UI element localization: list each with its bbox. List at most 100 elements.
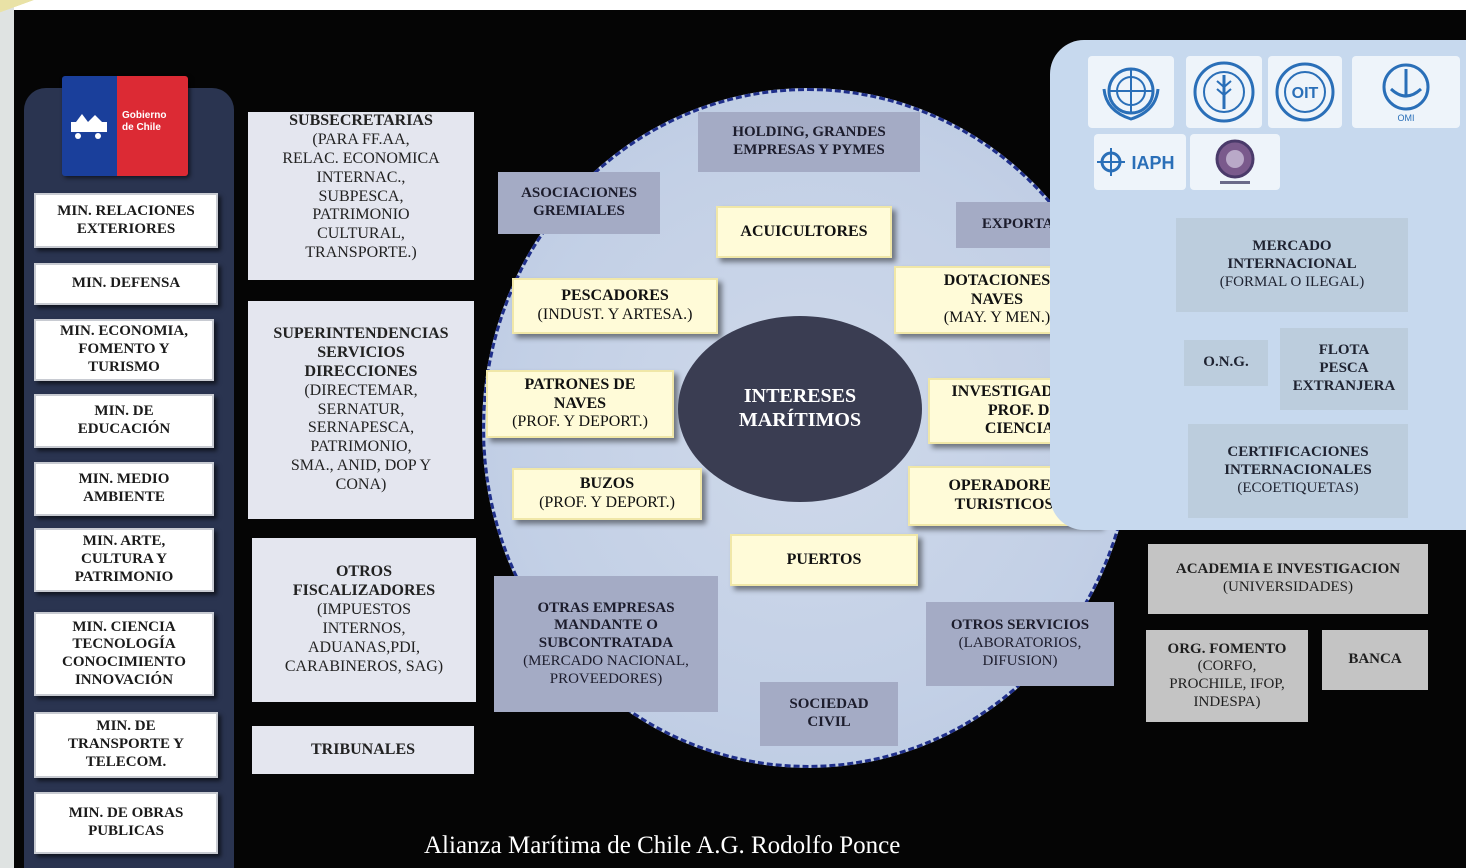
fiscalizadores-line: ADUANAS,PDI, bbox=[307, 638, 420, 656]
ministry-line: MIN. DE bbox=[94, 403, 154, 420]
dotaciones-line: (MAY. Y MEN.) bbox=[943, 309, 1051, 327]
otros-servicios-line: (LABORATORIOS, bbox=[958, 635, 1082, 652]
investigadores-line: CIENCIAS bbox=[984, 420, 1064, 438]
ministry-box: MIN. DE OBRAS PUBLICAS bbox=[34, 792, 218, 854]
dotaciones-line: NAVES bbox=[970, 290, 1024, 308]
subsecretarias-box: SUBSECRETARIAS (PARA FF.AA, RELAC. ECONO… bbox=[248, 112, 474, 280]
patrones-line: NAVES bbox=[553, 394, 607, 412]
holding-box: HOLDING, GRANDES EMPRESAS Y PYMES bbox=[698, 112, 920, 172]
ministry-box: MIN. CIENCIA TECNOLOGÍA CONOCIMIENTO INN… bbox=[34, 612, 214, 696]
flota-line: FLOTA bbox=[1318, 342, 1370, 359]
buzos-box: BUZOS (PROF. Y DEPORT.) bbox=[512, 468, 702, 520]
omi-logo-text: OMI bbox=[1398, 113, 1415, 123]
otras-empresas-title: OTRAS EMPRESAS bbox=[537, 599, 675, 616]
buzos-line: BUZOS bbox=[579, 475, 635, 493]
ministry-line: TELECOM. bbox=[85, 753, 167, 770]
buzos-line: (PROF. Y DEPORT.) bbox=[539, 494, 675, 511]
academia-line: (UNIVERSIDADES) bbox=[1223, 579, 1353, 595]
ministry-line: INNOVACIÓN bbox=[74, 671, 174, 688]
puertos-box: PUERTOS bbox=[730, 534, 918, 586]
certificaciones-line: CERTIFICACIONES bbox=[1227, 444, 1369, 461]
ministry-line: TECNOLOGÍA bbox=[72, 636, 176, 653]
holding-line: HOLDING, GRANDES bbox=[732, 124, 886, 141]
ministry-line: AMBIENTE bbox=[83, 489, 165, 505]
ministry-line: MIN. DE bbox=[96, 718, 156, 735]
fiscalizadores-line: CARABINEROS, SAG) bbox=[284, 657, 444, 675]
fao-logo-icon bbox=[1186, 56, 1262, 128]
investigadores-line: PROF. DE bbox=[987, 401, 1061, 419]
certificaciones-line: (ECOETIQUETAS) bbox=[1237, 479, 1359, 496]
corner-decoration bbox=[0, 0, 40, 16]
center-ellipse: INTERESES MARÍTIMOS bbox=[678, 316, 922, 502]
iaph-logo-text: IAPH bbox=[1131, 153, 1174, 173]
certificaciones-box: CERTIFICACIONES INTERNACIONALES (ECOETIQ… bbox=[1188, 424, 1408, 518]
superintendencias-title: DIRECCIONES bbox=[304, 362, 418, 380]
ministry-line: CULTURA Y bbox=[81, 551, 167, 568]
asociaciones-box: ASOCIACIONES GREMIALES bbox=[498, 172, 660, 234]
subsecretarias-line: CULTURAL, bbox=[317, 225, 405, 243]
ministry-box: MIN. MEDIO AMBIENTE bbox=[34, 462, 214, 516]
un-logo-icon bbox=[1088, 56, 1174, 128]
flota-line: PESCA bbox=[1319, 360, 1369, 377]
fomento-line: INDESPA) bbox=[1193, 693, 1261, 710]
mercado-line: INTERNACIONAL bbox=[1227, 256, 1357, 273]
academia-box: ACADEMIA E INVESTIGACION (UNIVERSIDADES) bbox=[1148, 544, 1428, 614]
otras-empresas-line: (MERCADO NACIONAL, bbox=[523, 652, 689, 669]
otros-servicios-title: OTROS SERVICIOS bbox=[950, 617, 1090, 634]
oit-logo-icon: OIT bbox=[1268, 56, 1342, 128]
otros-servicios-box: OTROS SERVICIOS (LABORATORIOS, DIFUSION) bbox=[926, 602, 1114, 686]
author-credit: Alianza Marítima de Chile A.G. Rodolfo P… bbox=[424, 832, 901, 859]
mercado-internacional-box: MERCADO INTERNACIONAL (FORMAL O ILEGAL) bbox=[1176, 218, 1408, 312]
asociaciones-line: ASOCIACIONES bbox=[521, 185, 637, 202]
subsecretarias-title: SUBSECRETARIAS bbox=[289, 112, 433, 129]
ministry-line: CONOCIMIENTO bbox=[62, 654, 186, 670]
ong-label: O.N.G. bbox=[1203, 354, 1249, 371]
gobierno-de-chile-logo: Gobierno de Chile bbox=[62, 76, 188, 176]
center-title: MARÍTIMOS bbox=[738, 409, 862, 431]
otras-empresas-line: PROVEEDORES) bbox=[549, 670, 663, 687]
subsecretarias-line: SUBPESCA, bbox=[318, 187, 404, 205]
omi-logo-icon: OMI bbox=[1352, 56, 1460, 128]
tribunales-label: TRIBUNALES bbox=[310, 740, 416, 758]
patrones-line: PATRONES DE bbox=[524, 375, 636, 393]
fomento-line: PROCHILE, IFOP, bbox=[1169, 676, 1285, 692]
ministry-line: EXTERIORES bbox=[76, 220, 176, 237]
ministry-line: MIN. RELACIONES bbox=[57, 202, 195, 219]
fiscalizadores-line: INTERNOS, bbox=[322, 620, 406, 637]
dotaciones-line: DOTACIONES bbox=[943, 271, 1051, 289]
fomento-line: (CORFO, bbox=[1197, 658, 1257, 675]
asociaciones-line: GREMIALES bbox=[533, 203, 625, 219]
mercado-line: (FORMAL O ILEGAL) bbox=[1219, 273, 1365, 290]
fiscalizadores-line: (IMPUESTOS bbox=[317, 601, 411, 619]
superintendencias-title: SERVICIOS bbox=[317, 343, 405, 361]
subsecretarias-line: PATRIMONIO bbox=[312, 206, 410, 224]
ministry-line: MIN. CIENCIA bbox=[72, 618, 176, 635]
operadores-line: TURISTICOS bbox=[954, 496, 1054, 513]
fiscalizadores-title: FISCALIZADORES bbox=[292, 582, 436, 600]
certificaciones-line: INTERNACIONALES bbox=[1224, 462, 1372, 479]
pescadores-line: (INDUST. Y ARTESA.) bbox=[537, 306, 693, 323]
academia-line: ACADEMIA E INVESTIGACION bbox=[1175, 561, 1401, 578]
ministry-line: PATRIMONIO bbox=[74, 568, 174, 585]
subsecretarias-line: TRANSPORTE.) bbox=[305, 244, 417, 262]
patrones-line: (PROF. Y DEPORT.) bbox=[512, 413, 648, 431]
ministry-line: MIN. ECONOMIA, bbox=[60, 323, 188, 340]
acuicultores-box: ACUICULTORES bbox=[716, 206, 892, 258]
ministry-line: EDUCACIÓN bbox=[77, 421, 171, 437]
logo-text-line1: Gobierno bbox=[122, 110, 167, 121]
ministry-box: MIN. DE TRANSPORTE Y TELECOM. bbox=[34, 712, 218, 778]
superintendencias-line: CONA) bbox=[335, 476, 387, 494]
ministry-line: TURISMO bbox=[88, 358, 160, 375]
logo-red-part bbox=[117, 76, 188, 176]
flota-line: EXTRANJERA bbox=[1292, 377, 1396, 394]
ministry-box: MIN. RELACIONES EXTERIORES bbox=[34, 193, 218, 248]
sociedad-civil-box: SOCIEDAD CIVIL bbox=[760, 682, 898, 746]
superintendencias-title: SUPERINTENDENCIAS bbox=[273, 325, 449, 343]
superintendencias-line: SERNAPESCA, bbox=[307, 419, 415, 437]
pescadores-box: PESCADORES (INDUST. Y ARTESA.) bbox=[512, 278, 718, 334]
banca-box: BANCA bbox=[1322, 630, 1428, 690]
ministry-box: MIN. DE EDUCACIÓN bbox=[34, 394, 214, 448]
tribunales-box: TRIBUNALES bbox=[252, 726, 474, 774]
otros-servicios-line: DIFUSION) bbox=[982, 652, 1058, 669]
